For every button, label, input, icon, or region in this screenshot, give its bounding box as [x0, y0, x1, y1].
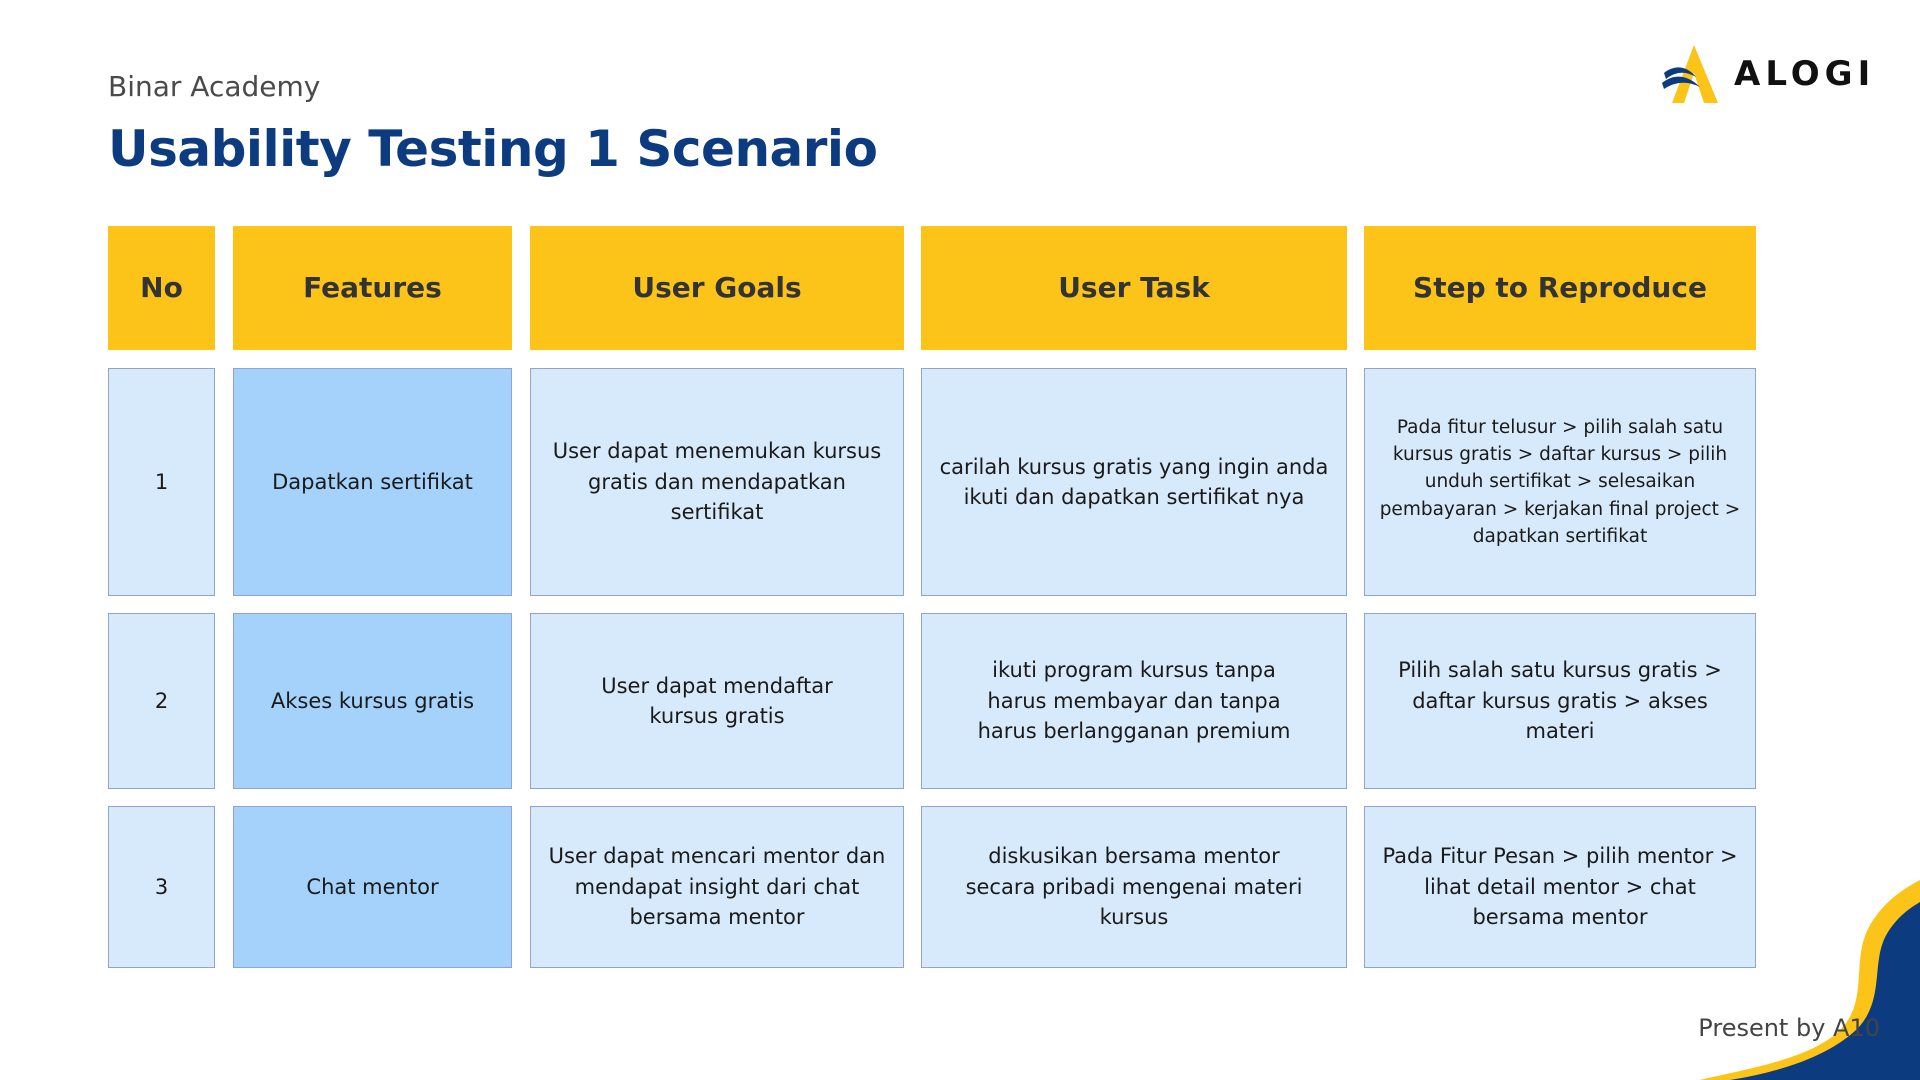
table-cell-user-task: ikuti program kursus tanpa harus membaya…: [921, 613, 1347, 789]
column-header-step-to-reproduce: Step to Reproduce: [1364, 226, 1756, 350]
column-header-features: Features: [233, 226, 512, 350]
table-cell-no: 2: [108, 613, 215, 789]
page-title: Usability Testing 1 Scenario: [108, 120, 878, 178]
table-cell-user-goal: User dapat mencari mentor dan mendapat i…: [530, 806, 904, 968]
brand-logo: ALOGI: [1660, 38, 1870, 110]
table-cell-feature: Dapatkan sertifikat: [233, 368, 512, 596]
table-cell-user-goal: User dapat mendaftar kursus gratis: [530, 613, 904, 789]
column-header-no: No: [108, 226, 215, 350]
table-cell-user-task: carilah kursus gratis yang ingin anda ik…: [921, 368, 1347, 596]
table-cell-steps: Pada fitur telusur > pilih salah satu ku…: [1364, 368, 1756, 596]
table-cell-steps: Pada Fitur Pesan > pilih mentor > lihat …: [1364, 806, 1756, 968]
presenter-credit: Present by A10: [1698, 1014, 1880, 1042]
decorative-wave: [1700, 880, 1920, 1080]
column-header-user-goals: User Goals: [530, 226, 904, 350]
table-cell-feature: Akses kursus gratis: [233, 613, 512, 789]
alogi-logo-icon: [1662, 45, 1718, 103]
table-cell-user-task: diskusikan bersama mentor secara pribadi…: [921, 806, 1347, 968]
org-name: Binar Academy: [108, 70, 321, 103]
table-cell-user-goal: User dapat menemukan kursus gratis dan m…: [530, 368, 904, 596]
table-cell-steps: Pilih salah satu kursus gratis > daftar …: [1364, 613, 1756, 789]
table-cell-no: 1: [108, 368, 215, 596]
table-cell-no: 3: [108, 806, 215, 968]
column-header-user-task: User Task: [921, 226, 1347, 350]
logo-wordmark: ALOGI: [1734, 54, 1876, 94]
table-cell-feature: Chat mentor: [233, 806, 512, 968]
